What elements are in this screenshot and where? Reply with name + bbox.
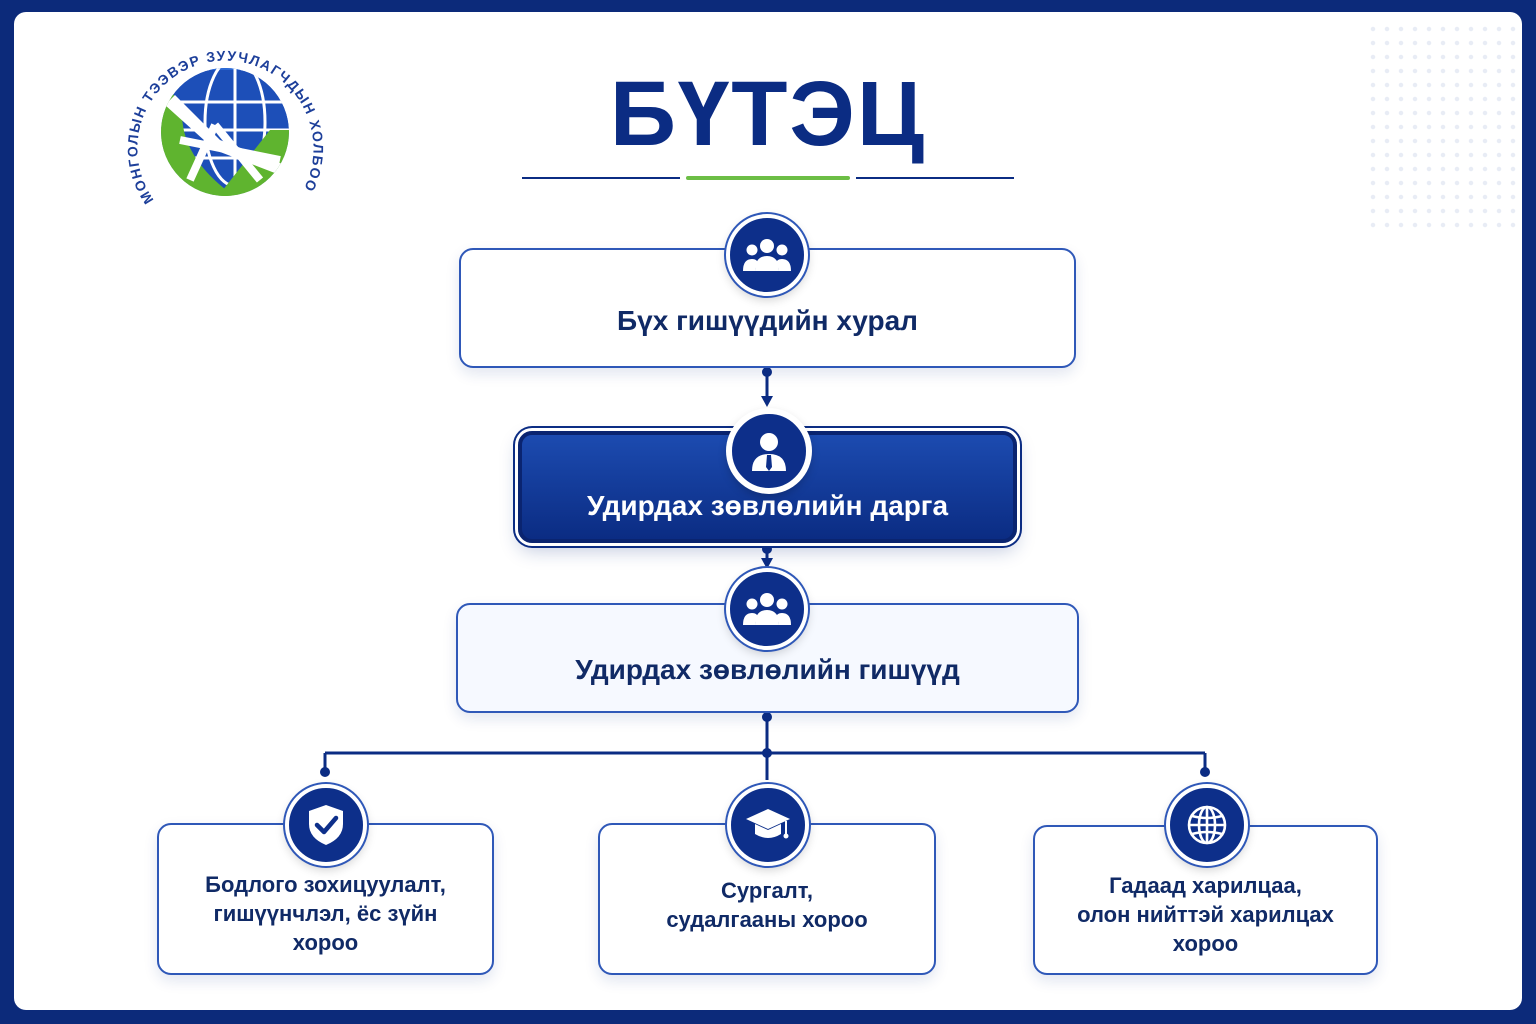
committee-label-line: судалгааны хороо <box>666 907 868 932</box>
graduation-cap-icon <box>727 784 809 866</box>
committee-label-line: хороо <box>292 929 359 955</box>
shield-check-icon <box>285 784 367 866</box>
connector-arrowhead <box>761 396 773 407</box>
connector-dot <box>1200 767 1210 777</box>
organization-logo: МОНГОЛЫН ТЭЭВЭР ЗУУЧЛАГЧДЫН ХОЛБОО <box>120 30 330 240</box>
people-group-icon <box>726 568 808 650</box>
connector-dot <box>762 748 772 758</box>
committee-label-line: гишүүнчлэл, ёс зүйн <box>213 900 438 926</box>
committee-label-line: олон нийттэй харилцах <box>1077 901 1334 927</box>
connector-dot <box>762 712 772 722</box>
committee-label-line: хороо <box>1172 930 1239 956</box>
person-tie-icon <box>728 410 810 492</box>
committee-label-line: Гадаад харилцаа, <box>1109 872 1302 898</box>
title-rule-accent <box>686 176 850 180</box>
decorative-dot-pattern <box>1366 22 1516 232</box>
title-rule-right <box>856 177 1014 179</box>
connector-dot <box>762 544 772 554</box>
connector-dot <box>762 367 772 377</box>
globe-icon <box>1166 784 1248 866</box>
connector-dot <box>320 767 330 777</box>
committee-label-line: Бодлого зохицуулалт, <box>205 871 446 897</box>
node-label: Удирдах зөвлөлийн гишүүд <box>575 654 960 686</box>
node-label: Удирдах зөвлөлийн дарга <box>586 490 949 522</box>
committee-label-line: Сургалт, <box>721 878 813 903</box>
connector-arrowhead <box>761 558 773 569</box>
people-group-icon <box>726 214 808 296</box>
node-label: Бүх гишүүдийн хурал <box>617 305 918 337</box>
page-title: БҮТЭЦ <box>609 63 927 165</box>
title-rule-left <box>522 177 680 179</box>
